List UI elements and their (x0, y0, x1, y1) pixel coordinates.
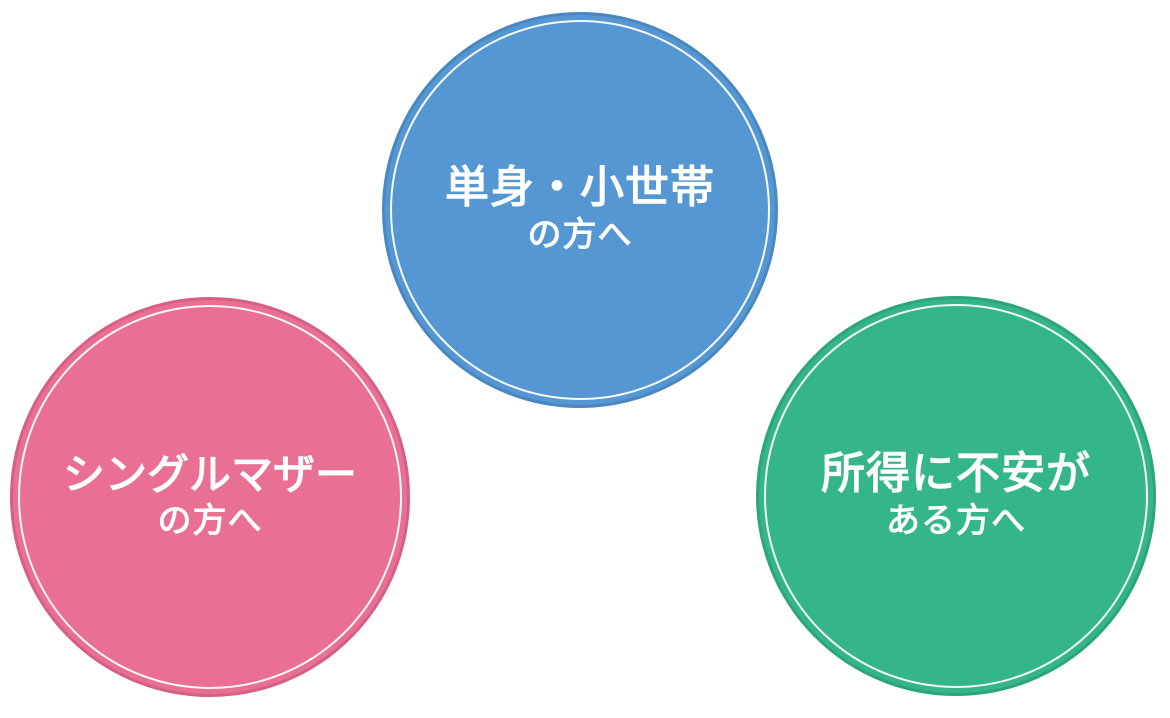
single-mother-button[interactable]: シングルマザー の方へ (10, 297, 410, 697)
single-mother-subtitle: の方へ (157, 501, 263, 542)
single-mother-title: シングルマザー (62, 449, 357, 499)
single-household-title: 単身・小世帯 (445, 161, 715, 213)
income-concern-title: 所得に不安が (821, 447, 1091, 499)
single-household-label: 単身・小世帯 の方へ (445, 161, 715, 258)
income-concern-button[interactable]: 所得に不安が ある方へ (756, 296, 1156, 696)
income-concern-subtitle: ある方へ (886, 501, 1026, 542)
single-household-subtitle: の方へ (527, 215, 633, 256)
income-concern-label: 所得に不安が ある方へ (821, 447, 1091, 544)
single-mother-label: シングルマザー の方へ (62, 449, 357, 543)
single-household-button[interactable]: 単身・小世帯 の方へ (382, 12, 778, 408)
